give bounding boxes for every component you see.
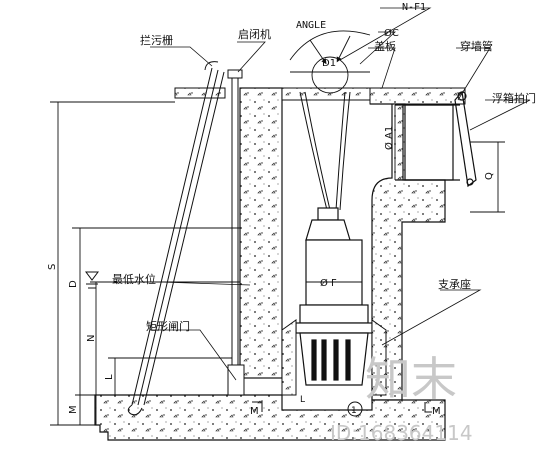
label-cover-plate: 盖板 <box>374 39 396 53</box>
label-n-f1: N-F1 <box>402 2 426 13</box>
label-n: N <box>86 335 97 342</box>
label-l: L <box>104 374 115 380</box>
flap-valve <box>454 90 477 188</box>
submersible-pump <box>295 207 373 386</box>
label-phi-a1: Ø A1 <box>383 126 395 150</box>
label-q: Q <box>484 172 495 180</box>
label-d: D <box>68 280 79 288</box>
right-concrete-wall <box>370 103 446 401</box>
label-d1: D1 <box>322 58 336 69</box>
label-circled-1: 1 <box>351 406 357 416</box>
label-s: S <box>47 264 58 270</box>
label-m-left: M <box>68 405 79 414</box>
trash-rack <box>127 61 225 416</box>
label-phi-c: ØC <box>384 27 399 39</box>
label-phi-f: Ø F <box>320 277 337 289</box>
watermark-id: ID:168364114 <box>330 421 473 445</box>
outlet-wall-pipe <box>395 104 460 181</box>
label-trash-rack: 拦污栅 <box>140 33 173 47</box>
label-small-l: L <box>300 395 305 405</box>
section-marks <box>252 401 432 417</box>
angle-dimension <box>289 30 371 94</box>
watermark-logo-text: 知末 <box>365 352 457 406</box>
label-flap-valve: 浮箱拍门 <box>492 91 536 105</box>
label-m-right: M <box>432 406 441 417</box>
central-concrete-wall <box>239 87 283 379</box>
label-min-water-level: 最低水位 <box>112 272 156 286</box>
q-dimension <box>470 141 505 213</box>
label-m-section: M <box>250 406 259 417</box>
label-support-base: 支承座 <box>438 277 471 291</box>
label-hoist: 启闭机 <box>238 27 271 41</box>
leader-lines <box>108 7 531 381</box>
label-rect-gate: 矩形闸门 <box>146 319 190 333</box>
lifting-chains <box>299 91 351 211</box>
label-angle: ANGLE <box>296 20 326 31</box>
label-wall-pipe: 穿墙管 <box>460 39 493 53</box>
water-level-symbol <box>85 271 99 289</box>
bottom-slab <box>94 394 446 441</box>
support-base <box>281 319 387 396</box>
ground-surface-left <box>174 87 226 99</box>
top-slab <box>281 87 466 105</box>
